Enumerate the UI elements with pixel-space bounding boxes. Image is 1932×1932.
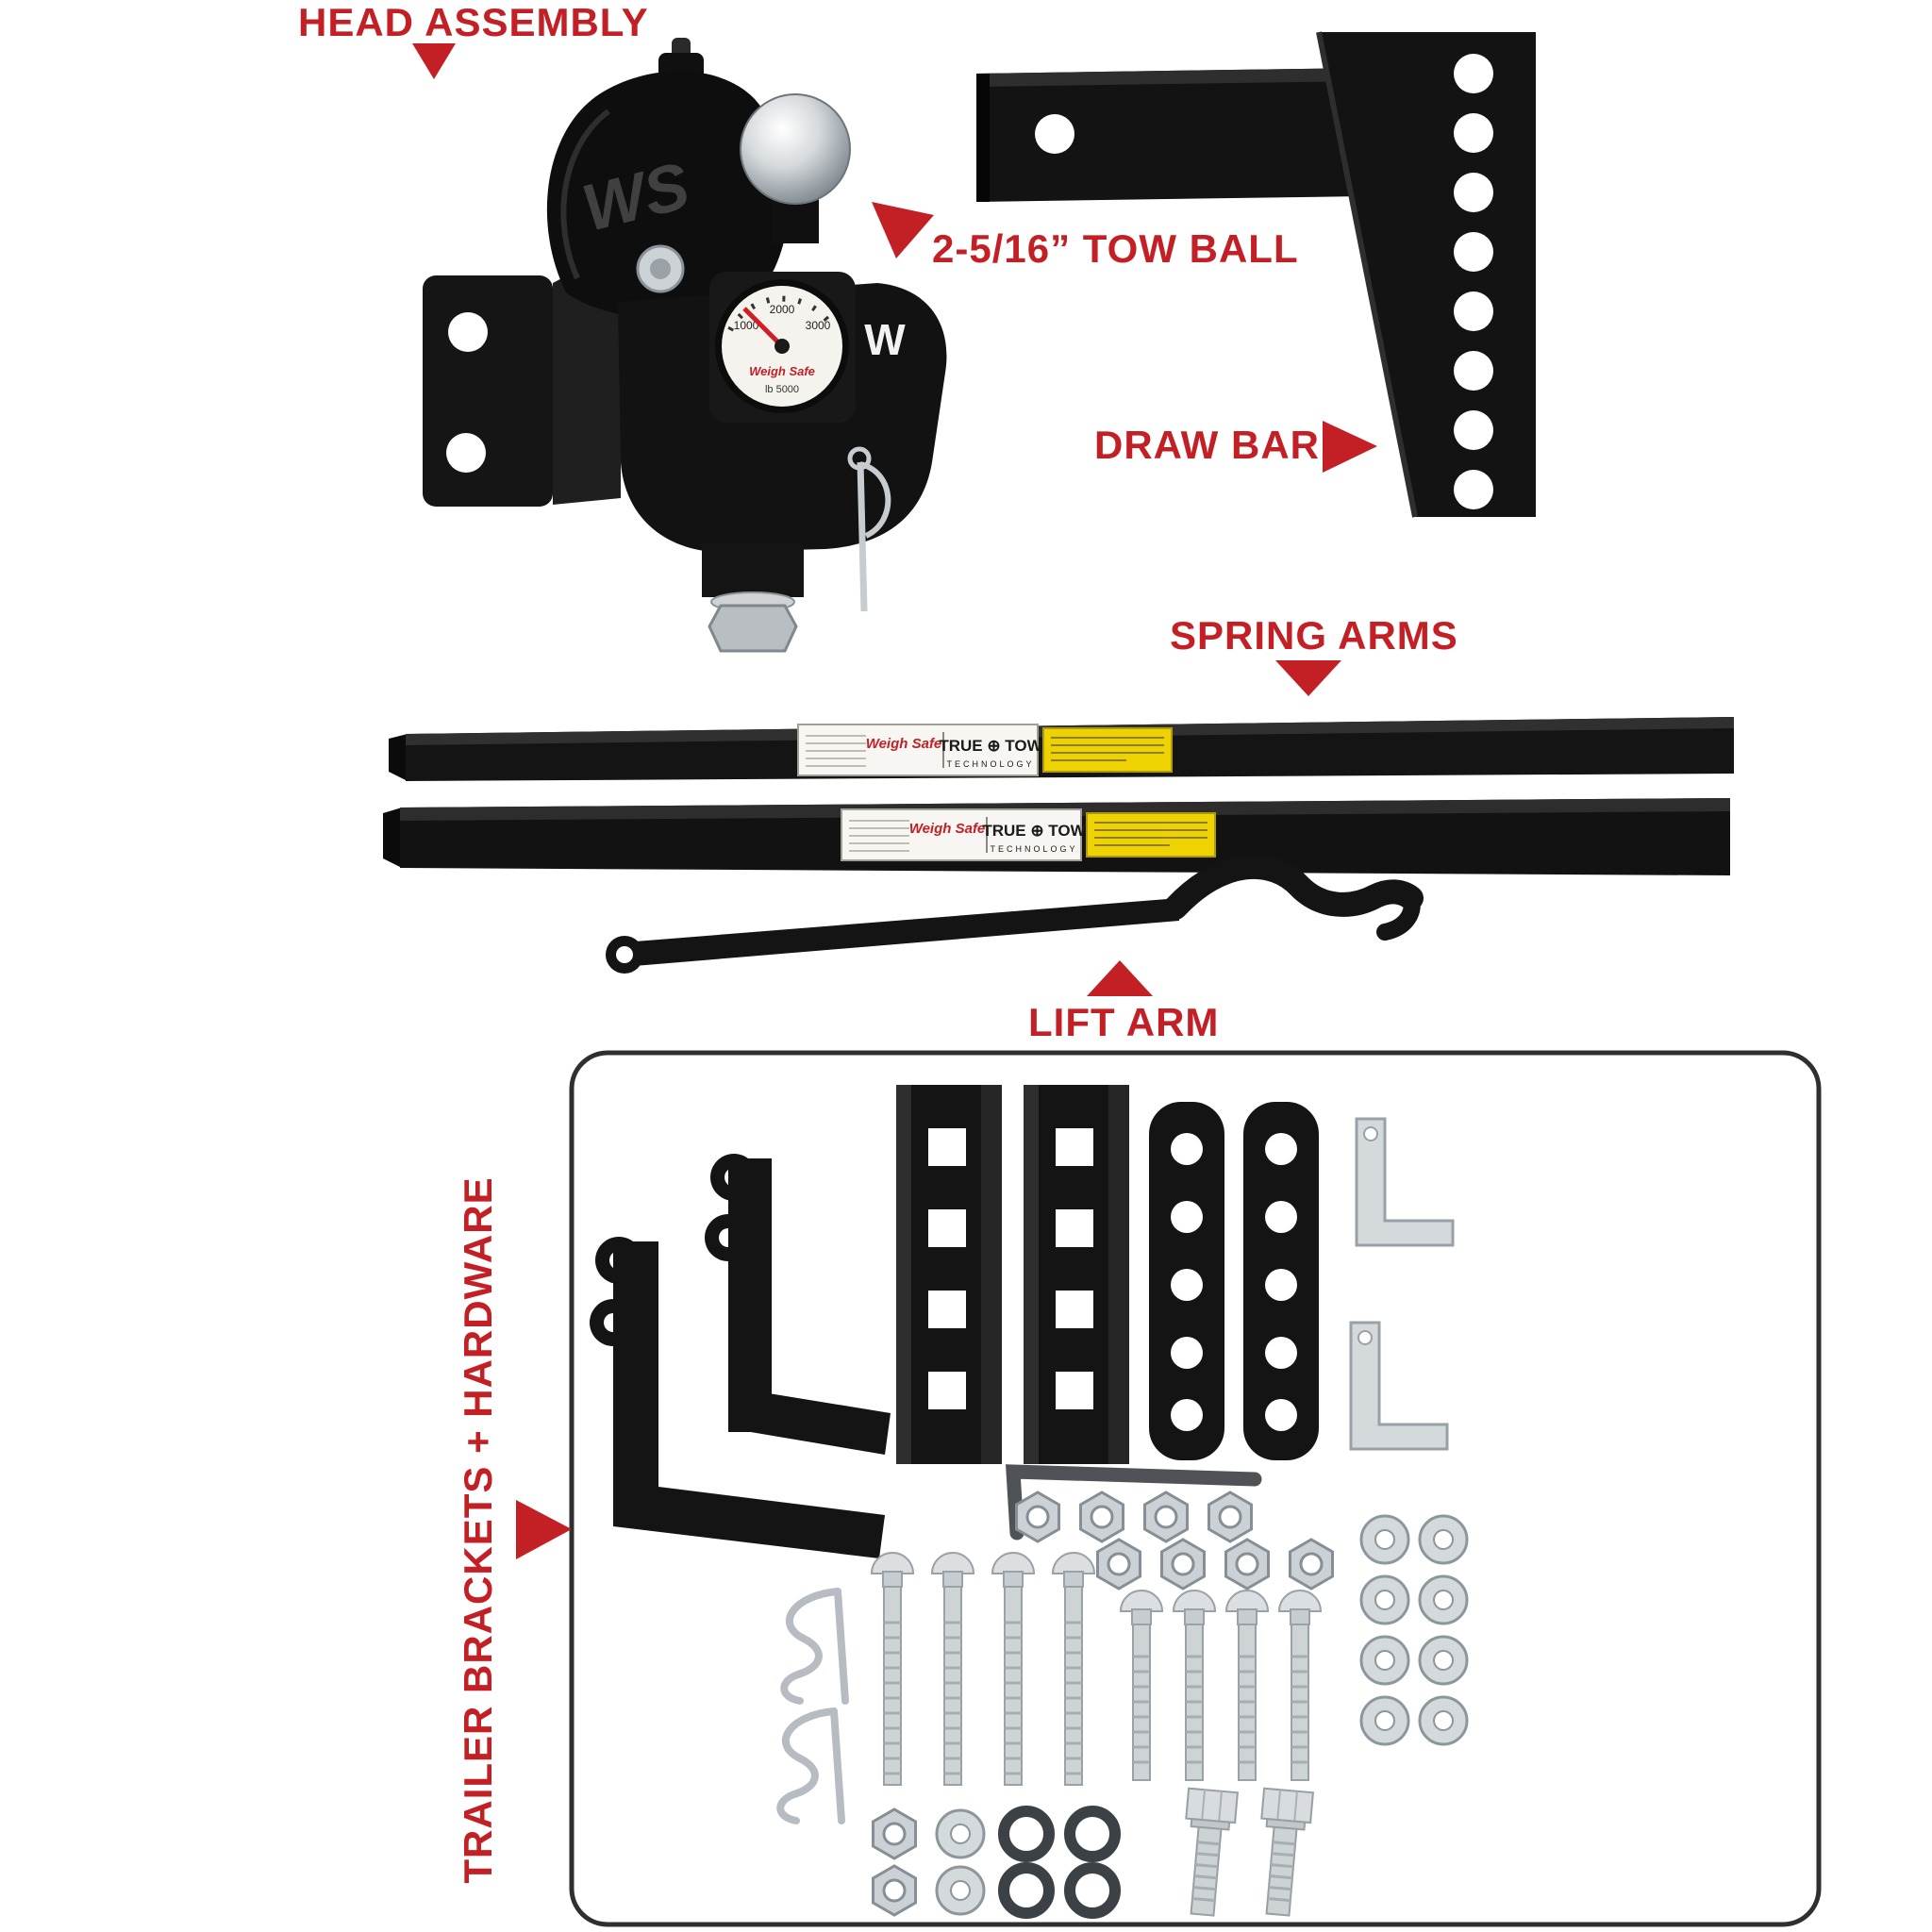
- flat-plate-1: [1149, 1102, 1224, 1460]
- trailer-brackets-arrow: [516, 1500, 572, 1559]
- spring-arm-1-sticker: [797, 724, 1173, 776]
- safety-clip-pin: [847, 446, 891, 612]
- hardware-box: [569, 1050, 1822, 1927]
- draw-bar-arrow: [1323, 421, 1377, 473]
- lift-arm-arrow: [1087, 960, 1153, 996]
- u-channel-bracket-1: [896, 1085, 1002, 1464]
- tow-ball-illustration: [740, 93, 851, 205]
- label-trailer-brackets: TRAILER BRACKETS + HARDWARE: [456, 1176, 500, 1884]
- head-assembly-illustration: WS 1000 2000 3000 Weigh Safe lb 5000 W: [423, 38, 947, 653]
- gauge-tick-3000: 3000: [806, 319, 831, 332]
- housing-w-logo: W: [864, 315, 906, 364]
- label-lift-arm: LIFT ARM: [1028, 1000, 1220, 1044]
- label-draw-bar: DRAW BAR: [1094, 423, 1320, 467]
- snap-up-bracket-2: [705, 1154, 891, 1455]
- gauge-needle: [742, 307, 784, 348]
- snap-up-bracket-1: [590, 1237, 885, 1558]
- flat-plate-2: [1243, 1102, 1319, 1460]
- lift-arm-illustration: [606, 854, 1424, 974]
- gauge-scale-text: lb 5000: [765, 384, 799, 395]
- spring-arms-illustration: [383, 717, 1734, 875]
- label-head-assembly: HEAD ASSEMBLY: [298, 0, 649, 44]
- draw-bar-illustration: [976, 31, 1536, 518]
- label-tow-ball: 2-5/16” TOW BALL: [932, 226, 1299, 271]
- gauge-brand-text: Weigh Safe: [749, 364, 815, 378]
- head-assembly-arrow: [412, 43, 456, 79]
- shank-hex-nut: [708, 604, 798, 653]
- callout-arrows: [412, 43, 1377, 1559]
- label-spring-arms: SPRING ARMS: [1170, 613, 1458, 658]
- u-channel-bracket-2: [1024, 1085, 1129, 1464]
- spring-arm-2-sticker: [841, 808, 1216, 861]
- gauge-tick-1000: 1000: [734, 319, 759, 332]
- spring-arms-arrow: [1275, 660, 1341, 696]
- tow-ball-arrow: [872, 202, 934, 258]
- gauge-tick-2000: 2000: [770, 303, 795, 316]
